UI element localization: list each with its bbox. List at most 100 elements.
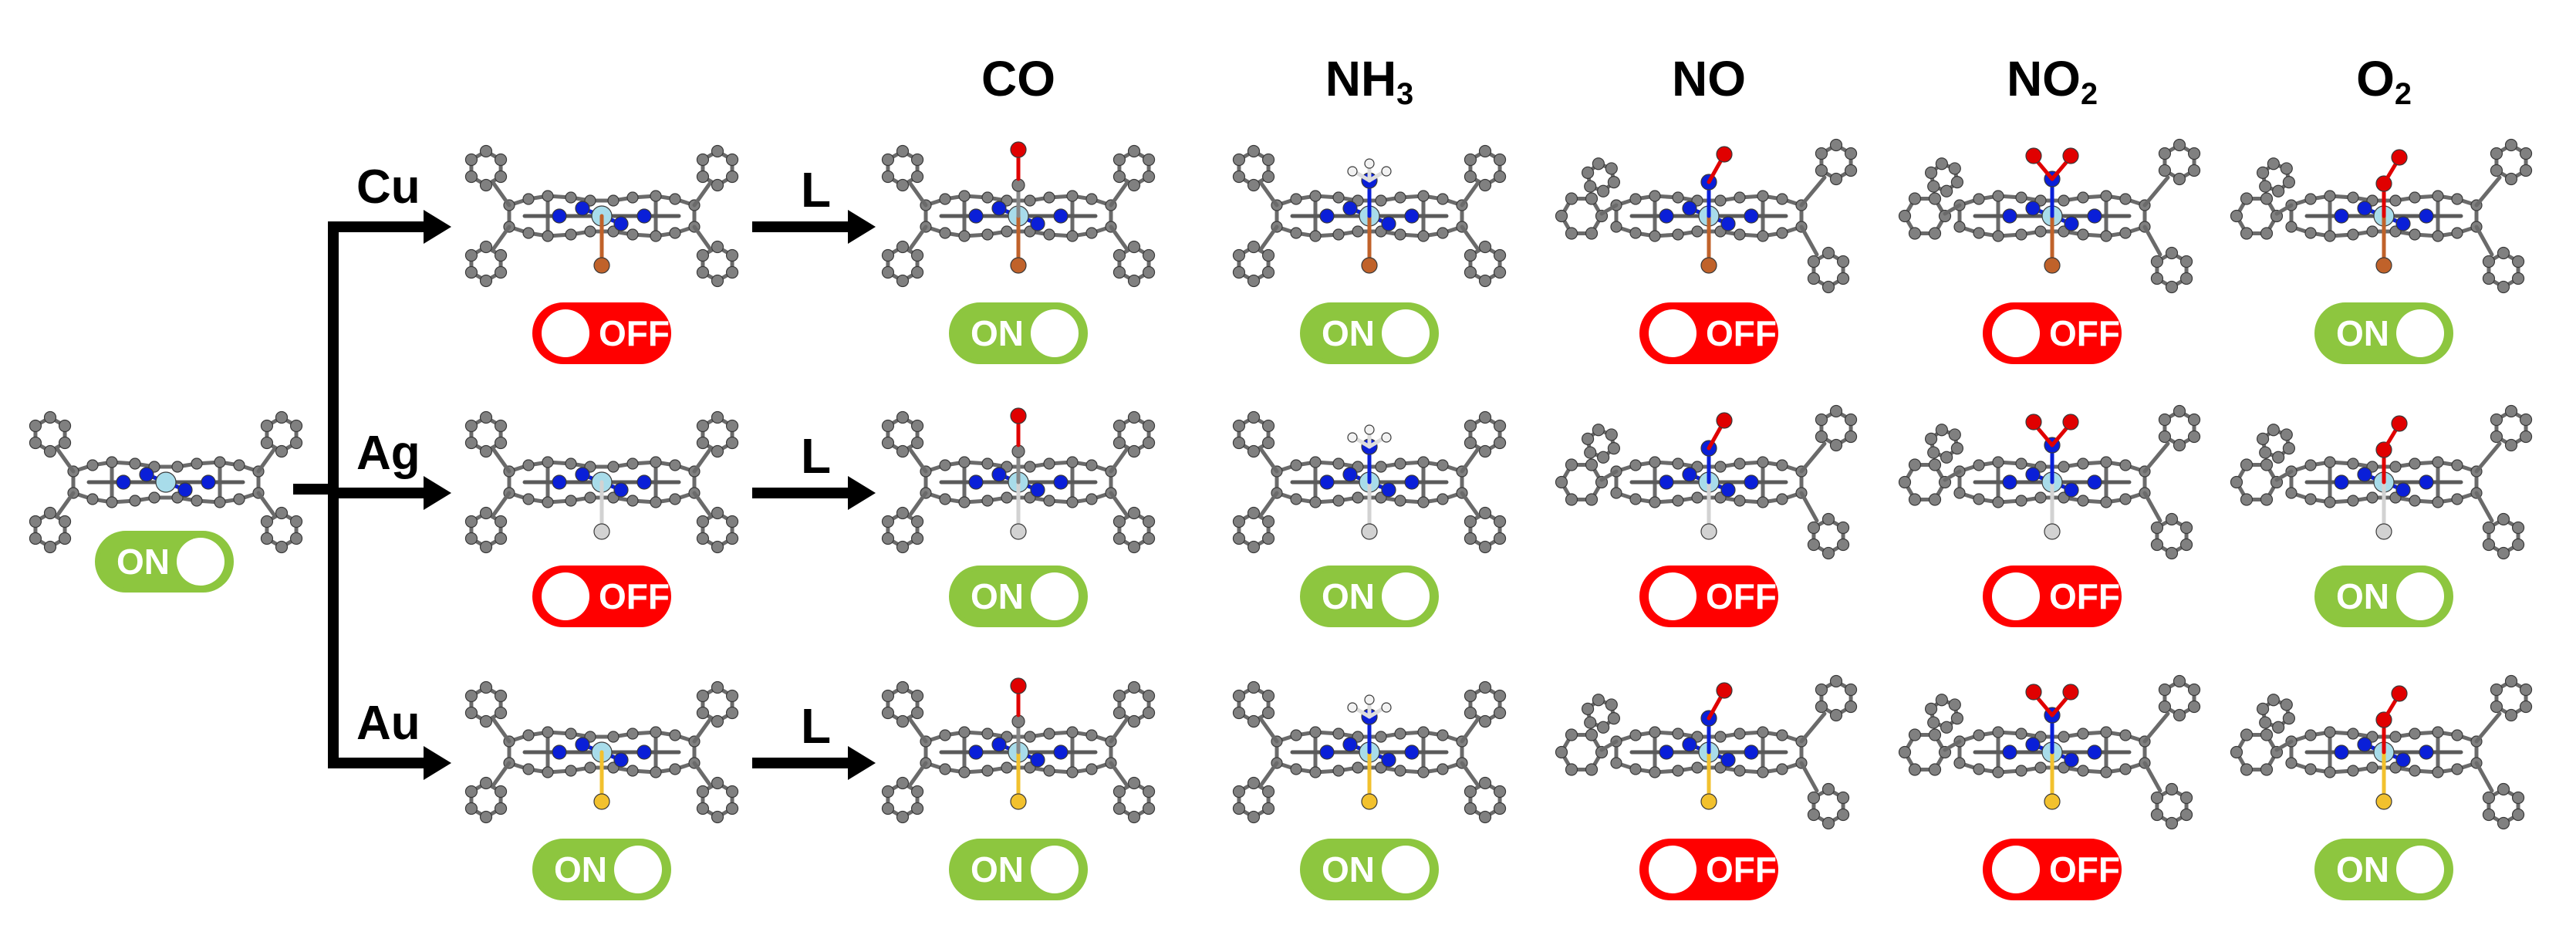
carbon-atom: [2187, 164, 2201, 177]
carbon-atom: [1836, 521, 1850, 535]
bond: [491, 225, 511, 251]
bond: [1109, 491, 1129, 517]
nitrogen-atom: [1659, 474, 1674, 490]
toggle-state-text: OFF: [2049, 313, 2120, 353]
carbon-atom: [479, 506, 493, 520]
nitrogen-atom: [1342, 467, 1358, 482]
carbon-atom: [2389, 461, 2402, 473]
carbon-atom: [2173, 138, 2186, 152]
carbon-atom: [1493, 515, 1507, 528]
carbon-atom: [1585, 192, 1599, 205]
carbon-atom: [896, 144, 910, 158]
coinage-metal-atom: [1700, 523, 1717, 540]
bond: [908, 717, 928, 744]
nitrogen-atom: [1404, 208, 1420, 224]
carbon-atom: [584, 491, 596, 504]
nitrogen-atom: [636, 474, 652, 490]
bond: [1460, 225, 1480, 251]
carbon-atom: [1672, 191, 1684, 204]
toggle-knob: [1031, 572, 1079, 620]
carbon-atom: [479, 714, 493, 728]
carbon-atom: [1935, 694, 1948, 707]
coinage-metal-atom: [2375, 793, 2392, 810]
carbon-atom: [29, 515, 42, 528]
complex-au-no2: [1898, 674, 2201, 830]
carbon-atom: [1112, 265, 1126, 279]
carbon-atom: [522, 193, 535, 205]
carbon-atom: [2173, 708, 2186, 722]
carbon-atom: [1232, 532, 1246, 545]
carbon-atom: [1043, 765, 1055, 777]
ligand-arrow-cu: [752, 210, 876, 244]
nitrogen-atom: [2064, 482, 2079, 498]
carbon-atom: [1924, 702, 1938, 715]
carbon-atom: [896, 444, 910, 458]
carbon-atom: [464, 802, 478, 815]
nitrogen-atom: [2087, 744, 2102, 760]
carbon-atom: [1908, 728, 1922, 741]
carbon-atom: [2409, 228, 2421, 241]
carbon-atom: [1565, 227, 1578, 240]
carbon-atom: [1127, 410, 1141, 424]
coinage-metal-atom: [1700, 793, 1717, 810]
carbon-atom: [2119, 763, 2132, 775]
metal-arrow-ag: [328, 476, 451, 510]
carbon-atom: [2240, 763, 2254, 776]
carbon-atom: [910, 153, 924, 167]
oxygen-atom: [1010, 141, 1027, 158]
carbon-atom: [2519, 683, 2533, 697]
carbon-atom: [1232, 802, 1246, 815]
carbon-atom: [1261, 515, 1275, 528]
carbon-atom: [2511, 521, 2525, 535]
carbon-atom: [981, 495, 994, 507]
carbon-atom: [1478, 410, 1492, 424]
oxygen-atom: [2025, 147, 2042, 164]
carbon-atom: [1950, 176, 1964, 189]
carbon-atom: [106, 496, 118, 508]
nitrogen-atom: [1659, 208, 1674, 224]
carbon-atom: [29, 419, 42, 433]
carbon-atom: [1261, 689, 1275, 703]
carbon-atom: [2482, 791, 2496, 805]
carbon-atom: [2280, 162, 2293, 175]
carbon-atom: [1024, 194, 1036, 207]
hydrogen-atom: [1381, 166, 1392, 177]
carbon-atom: [565, 228, 577, 241]
carbon-atom: [1757, 190, 1769, 202]
carbon-atom: [711, 240, 724, 254]
carbon-atom: [2504, 138, 2518, 152]
nitrogen-atom: [2395, 482, 2411, 498]
carbon-atom: [106, 456, 118, 468]
carbon-atom: [2100, 230, 2112, 242]
carbon-atom: [2272, 721, 2285, 734]
carbon-atom: [2324, 766, 2336, 778]
bond: [2474, 175, 2502, 208]
carbon-atom: [1394, 228, 1406, 241]
carbon-atom: [650, 766, 662, 778]
nitrogen-atom: [575, 467, 590, 482]
bond: [908, 447, 928, 474]
metal-label-ag: Ag: [356, 427, 420, 480]
carbon-atom: [1394, 457, 1406, 470]
carbon-atom: [725, 436, 739, 450]
carbon-atom: [2347, 495, 2359, 507]
carbon-atom: [1649, 726, 1661, 738]
carbon-atom: [2497, 546, 2510, 560]
carbon-atom: [1555, 745, 1568, 759]
carbon-atom: [1478, 444, 1492, 458]
carbon-atom: [1261, 532, 1275, 545]
carbon-atom: [2409, 457, 2421, 470]
carbon-atom: [2366, 491, 2378, 504]
carbon-atom: [1836, 791, 1850, 805]
coinage-metal-atom: [1010, 793, 1027, 810]
toggle-knob: [1649, 572, 1697, 620]
carbon-atom: [2077, 228, 2089, 241]
carbon-atom: [2119, 729, 2132, 741]
carbon-atom: [2432, 766, 2444, 778]
carbon-atom: [1309, 230, 1322, 242]
carbon-atom: [2432, 190, 2444, 202]
carbon-atom: [958, 190, 971, 202]
carbon-atom: [2267, 694, 2280, 707]
carbon-atom: [2260, 493, 2274, 506]
carbon-atom: [1629, 193, 1642, 205]
